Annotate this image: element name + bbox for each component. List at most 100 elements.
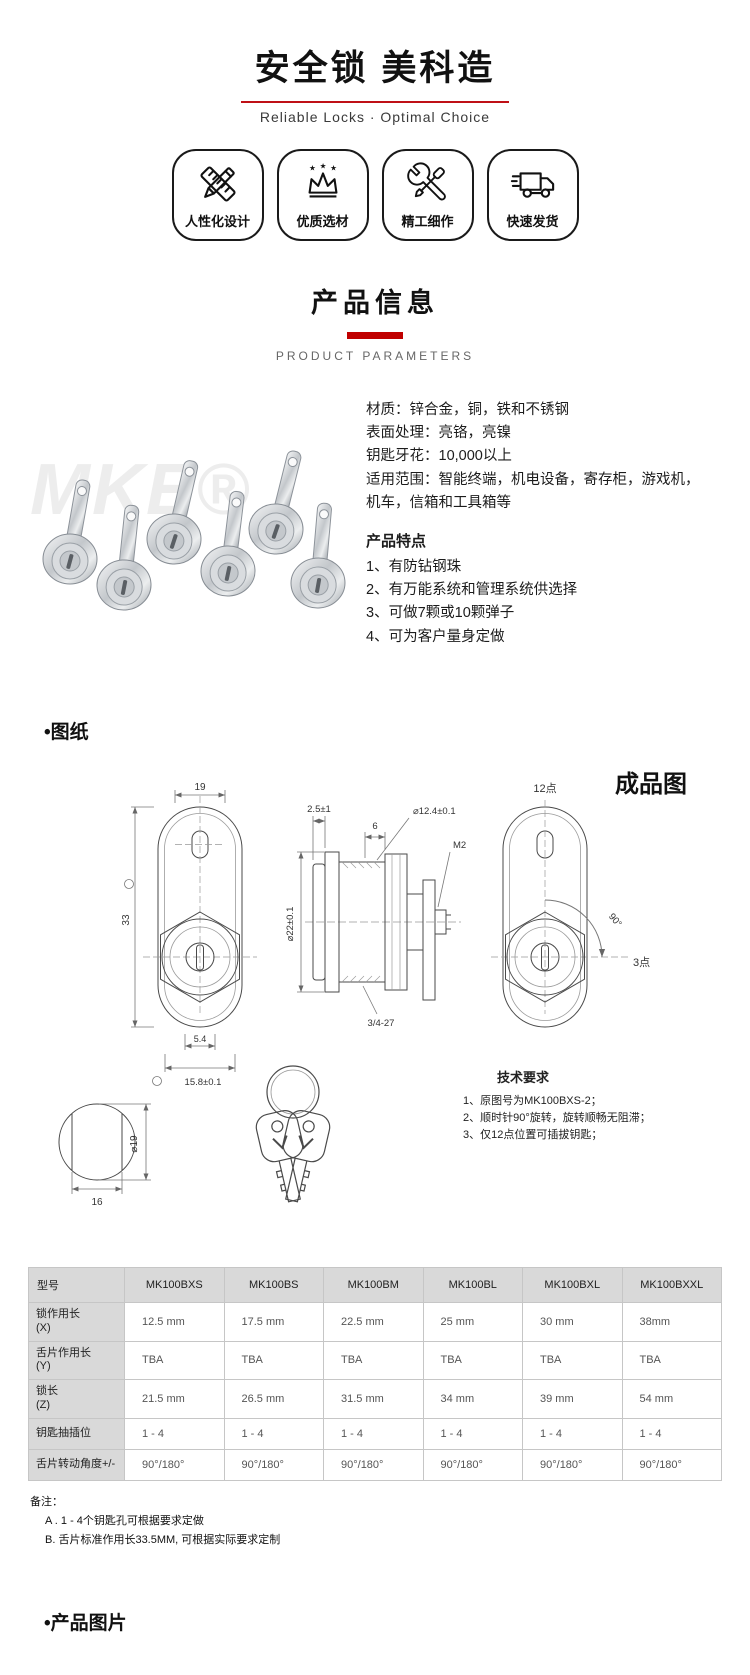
cell-value: TBA [621, 1340, 722, 1380]
spec-line: 材质：锌合金，铜，铁和不锈钢 [366, 402, 569, 418]
header-mk100bm: MK100BM [323, 1267, 424, 1303]
tools-icon [406, 161, 446, 200]
dim-thread-label: 3/4-27 [368, 1018, 395, 1029]
cell-value: 12.5 mm [124, 1302, 225, 1342]
spec-line: 适用范围：智能终端，机电设备，寄存柜，游戏机， [366, 471, 700, 488]
three-oclock-label: 3点 [633, 956, 650, 969]
header-mk100bs: MK100BS [223, 1267, 324, 1303]
table-notes: 备注： A . 1 - 4个钥匙孔可根据要求定做 B. 舌片标准作用长33.5M… [30, 1493, 720, 1551]
cell-value: TBA [522, 1340, 623, 1380]
feature-label: 快速发货 [506, 213, 559, 229]
product-pictures-title: •产品图片 [44, 1613, 127, 1635]
cell-value: 17.5 mm [223, 1302, 324, 1342]
feature-boxes: 人性化设计 ★★★ 优质选材 [0, 149, 750, 241]
cell-value: 1 - 4 [223, 1417, 324, 1450]
cell-value: 22.5 mm [323, 1302, 424, 1342]
row-label: 钥匙抽插位 [28, 1417, 125, 1450]
svg-text:★: ★ [319, 161, 326, 170]
note-item: B. 舌片标准作用长33.5MM, 可根据实际要求定制 [45, 1534, 281, 1546]
front-view [143, 796, 257, 1028]
cell-value: 1 - 4 [422, 1417, 523, 1450]
notes-title: 备注： [30, 1495, 63, 1508]
cell-value: 1 - 4 [323, 1417, 424, 1450]
rotation-angle-label: 90° [606, 911, 624, 929]
svg-text:★: ★ [330, 163, 337, 172]
dim-height-label: 33 [121, 914, 132, 926]
table-header-row: 型号 MK100BXS MK100BS MK100BM MK100BL MK10… [28, 1267, 722, 1303]
clock-view [491, 800, 629, 1028]
cam-dim-labels: 16 ⌀19 [91, 1135, 140, 1208]
header-mk100bl: MK100BL [422, 1267, 523, 1303]
header-mk100bxs: MK100BXS [124, 1267, 225, 1303]
section-title: 产品信息 [311, 288, 439, 318]
cell-value: 25 mm [422, 1302, 523, 1342]
feature-box-craft: 精工细作 [381, 149, 474, 241]
product-photo: MKE® [22, 387, 352, 667]
twelve-oclock-label: 12点 [533, 782, 556, 795]
header-mk100bxl: MK100BXL [522, 1267, 623, 1303]
cell-value: 90°/180° [522, 1448, 623, 1481]
feature-label: 优质选材 [296, 213, 349, 229]
cell-value: 21.5 mm [124, 1379, 225, 1419]
page-subtitle: Reliable Locks · Optimal Choice [259, 109, 491, 125]
front-dim-labels: 19 33 5.4 15.8±0.1 [121, 782, 221, 1088]
dim-screw-label: M2 [453, 840, 466, 851]
ruler-pencil-icon [199, 165, 236, 202]
feature-box-design: 人性化设计 [171, 149, 264, 241]
cell-value: TBA [422, 1340, 523, 1380]
cell-value: TBA [223, 1340, 324, 1380]
cam-across-label: 16 [91, 1197, 103, 1208]
product-feature: 4、可为客户量身定做 [366, 628, 505, 645]
cell-value: 90°/180° [124, 1448, 225, 1481]
table-row-lock-length: 锁长 (Z) 21.5 mm 26.5 mm 31.5 mm 34 mm 39 … [28, 1379, 722, 1419]
keys-illustration [255, 1065, 331, 1203]
product-feature: 3、可做7颗或10颗弹子 [366, 605, 515, 622]
feature-label: 精工细作 [401, 213, 454, 229]
feature-label: 人性化设计 [184, 213, 250, 229]
product-specs: 材质：锌合金，铜，铁和不锈钢 表面处理：亮铬，亮镍 钥匙牙花：10,000以上 … [366, 387, 724, 667]
header-model: 型号 [28, 1267, 125, 1303]
crown-icon: ★★★ [308, 161, 337, 198]
tech-requirements: 技术要求 1、原图号为MK100BXS-2； 2、顺时针90°旋转，旋转顺畅无阻… [463, 1070, 651, 1141]
product-section: MKE® [0, 363, 750, 667]
row-label: 舌片转动角度+/- [28, 1448, 125, 1481]
cell-value: 90°/180° [422, 1448, 523, 1481]
dim-dia-small-label: ⌀12.4±0.1 [413, 806, 456, 817]
row-label: 锁长 (Z) [28, 1379, 125, 1419]
product-feature: 2、有万能系统和管理系统供选择 [366, 582, 578, 599]
table-row-key-pull-positions: 钥匙抽插位 1 - 4 1 - 4 1 - 4 1 - 4 1 - 4 1 - … [28, 1417, 722, 1450]
cell-value: 90°/180° [323, 1448, 424, 1481]
side-view [305, 851, 461, 1001]
tech-requirement-item: 1、原图号为MK100BXS-2； [463, 1094, 602, 1107]
feature-box-material: ★★★ 优质选材 [276, 149, 369, 241]
cell-value: 26.5 mm [223, 1379, 324, 1419]
truck-icon [510, 171, 554, 198]
spec-line: 表面处理：亮铬，亮镍 [366, 425, 511, 442]
cell-value: 90°/180° [621, 1448, 722, 1481]
cell-value: 90°/180° [223, 1448, 324, 1481]
front-dimensions [124, 790, 236, 1086]
cam-profile [58, 1103, 136, 1181]
product-feature: 1、有防钻钢珠 [366, 558, 462, 575]
table-row-lock-action-length: 锁作用长 (X) 12.5 mm 17.5 mm 22.5 mm 25 mm 3… [28, 1302, 722, 1342]
svg-text:★: ★ [309, 163, 316, 172]
brand-watermark: MKE® [30, 450, 252, 530]
dim-bottom-label: 15.8±0.1 [185, 1077, 222, 1088]
tech-requirement-item: 3、仅12点位置可插拔钥匙； [463, 1127, 602, 1141]
cam-dimensions [71, 1103, 151, 1194]
feature-box-shipping: 快速发货 [486, 149, 579, 241]
dim-top-label: 2.5±1 [307, 804, 331, 815]
side-dimensions [297, 816, 451, 1015]
title-divider [241, 101, 509, 103]
dim-dia-big-label: ⌀22±0.1 [285, 907, 296, 942]
product-info-header: 产品信息 PRODUCT PARAMETERS [0, 281, 750, 363]
dim-width-label: 19 [194, 782, 206, 793]
table-row-cam-action-length: 舌片作用长 (Y) TBA TBA TBA TBA TBA TBA [28, 1340, 722, 1380]
page-title: 安全锁 美科造 [254, 49, 496, 88]
cell-value: 34 mm [422, 1379, 523, 1419]
dim-gap-label: 6 [372, 821, 377, 832]
note-item: A . 1 - 4个钥匙孔可根据要求定做 [45, 1514, 204, 1527]
dim-offset-label: 5.4 [194, 1034, 207, 1044]
spec-table: 型号 MK100BXS MK100BS MK100BM MK100BL MK10… [28, 1267, 722, 1481]
